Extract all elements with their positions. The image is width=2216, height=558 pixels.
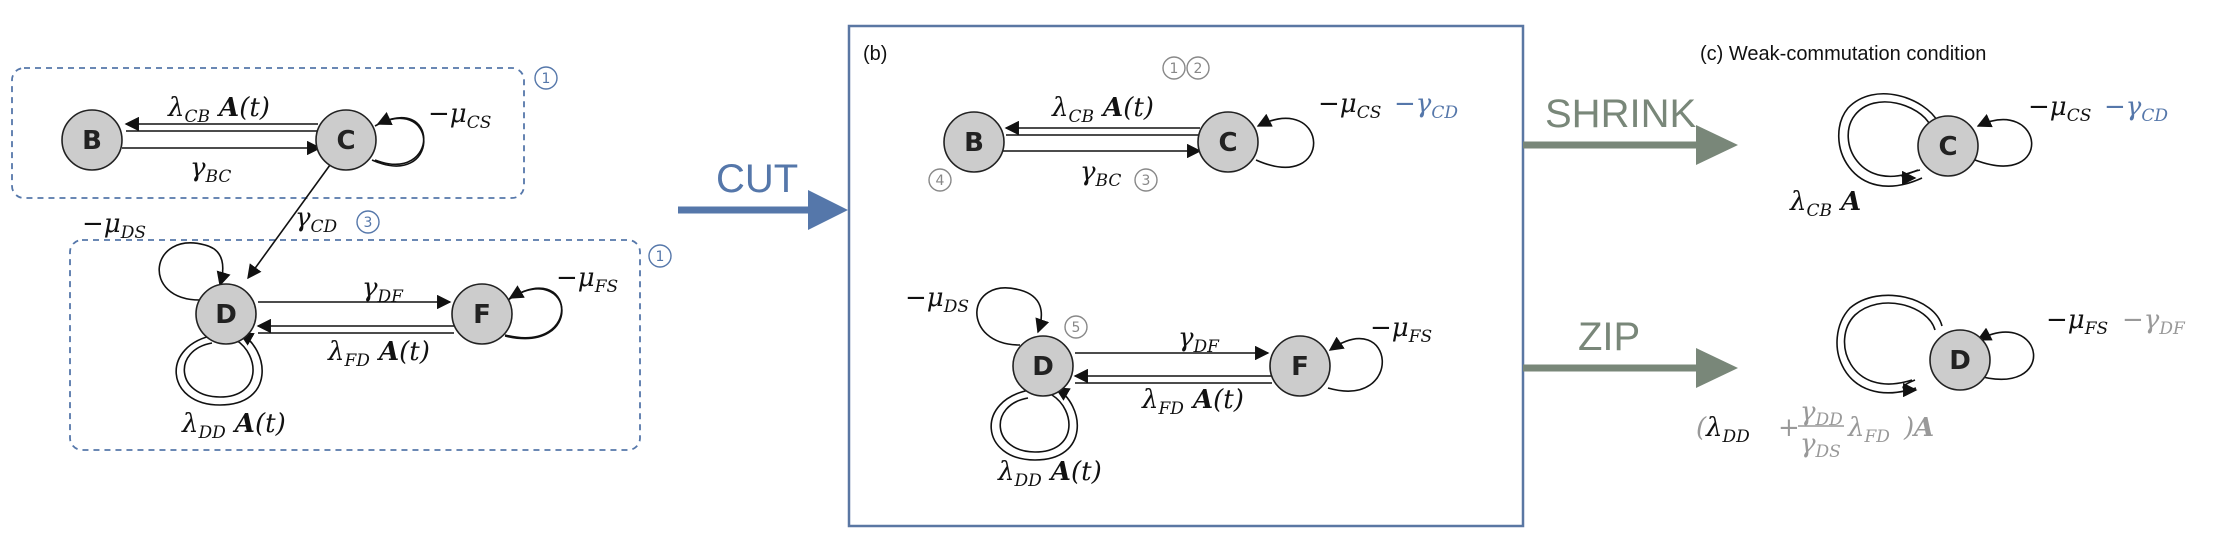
label-mu-cs-c: −μCS xyxy=(2028,92,2091,126)
dashed-box-df xyxy=(69,239,641,451)
node-f-b: F xyxy=(1269,335,1331,397)
label-gamma-df-c: −γDF xyxy=(2122,305,2186,339)
node-d-a: D xyxy=(195,283,257,345)
svg-text:3: 3 xyxy=(364,215,373,231)
label-mu-cs-b: −μCS xyxy=(1318,89,1381,123)
node-b-a: B xyxy=(61,109,123,171)
panel-c: (c) Weak-commutation condition −μCS −γCD… xyxy=(1696,43,2186,462)
zip-arrow: ZIP xyxy=(1523,315,1738,388)
marker-1-bottom: 1 xyxy=(648,244,672,268)
label-gamma-cd-b: −γCD xyxy=(1394,89,1458,123)
svg-text:D: D xyxy=(1032,352,1054,382)
label-mu-fs-c: −μFS xyxy=(2046,305,2108,339)
node-b-b: B xyxy=(943,111,1005,173)
node-d-c: D xyxy=(1929,329,1991,391)
svg-text:C: C xyxy=(336,126,355,156)
svg-text:D: D xyxy=(1949,346,1971,376)
edge-label-gamma-bc: γBC xyxy=(190,153,231,187)
panel-b-label: (b) xyxy=(863,43,887,65)
zip-formula: ( λDD + γDD γDS λFD ) A xyxy=(1696,397,1934,462)
marker-3-a: 3 xyxy=(356,210,380,234)
panel-b-border xyxy=(847,24,1525,528)
label-lambda-dd-b: λDD A(t) xyxy=(997,457,1102,491)
svg-text:γDS: γDS xyxy=(1800,429,1841,462)
svg-text:): ) xyxy=(1903,413,1914,443)
svg-text:+: + xyxy=(1778,413,1800,443)
label-lambda-cb-c: λCB A xyxy=(1789,187,1861,221)
marker-1-top: 1 xyxy=(534,66,558,90)
edge-label-lambda-cb-b: λCB A(t) xyxy=(1051,93,1154,127)
svg-text:4: 4 xyxy=(936,173,945,189)
svg-text:1: 1 xyxy=(656,249,665,265)
node-d-b: D xyxy=(1012,335,1074,397)
zip-label: ZIP xyxy=(1578,315,1640,359)
panel-b: (b) 1 2 λCB A(t) γBC 3 4 −μCS −γCD −μDS xyxy=(847,24,1525,528)
shrink-label: SHRINK xyxy=(1545,92,1696,136)
svg-text:D: D xyxy=(215,300,237,330)
marker-3-b: 3 xyxy=(1134,168,1158,192)
shrink-arrow: SHRINK xyxy=(1523,92,1738,165)
svg-text:2: 2 xyxy=(1194,61,1203,77)
panel-c-label: (c) Weak-commutation condition xyxy=(1700,43,1986,65)
svg-text:B: B xyxy=(964,128,984,158)
svg-text:3: 3 xyxy=(1142,173,1151,189)
marker-5-b: 5 xyxy=(1064,315,1088,339)
svg-text:A: A xyxy=(1911,413,1934,443)
node-c-b: C xyxy=(1197,111,1259,173)
svg-text:C: C xyxy=(1218,128,1237,158)
dashed-box-bc xyxy=(11,67,525,199)
svg-text:F: F xyxy=(1291,352,1309,382)
label-lambda-fd: λFD A(t) xyxy=(327,337,430,371)
svg-text:(: ( xyxy=(1696,413,1707,443)
label-mu-fs: −μFS xyxy=(556,263,618,297)
marker-2-b: 2 xyxy=(1186,56,1210,80)
node-f-a: F xyxy=(451,283,513,345)
marker-1-b: 1 xyxy=(1162,56,1186,80)
cut-arrow: CUT xyxy=(678,157,848,230)
label-mu-cs: −μCS xyxy=(428,99,491,133)
svg-text:F: F xyxy=(473,300,491,330)
edge-label-lambda-cb: λCB A(t) xyxy=(167,93,270,127)
label-gamma-cd: γCD xyxy=(295,203,338,237)
svg-text:1: 1 xyxy=(542,71,551,87)
label-lambda-fd-b: λFD A(t) xyxy=(1141,385,1244,419)
label-mu-fs-b: −μFS xyxy=(1370,313,1432,347)
edge-label-gamma-bc-b: γBC xyxy=(1080,157,1121,191)
node-c-c: C xyxy=(1917,115,1979,177)
panel-a: 1 1 λCB A(t) γBC −μCS γCD 3 −μDS λDD A(t xyxy=(11,66,672,451)
svg-text:B: B xyxy=(82,126,102,156)
label-mu-ds: −μDS xyxy=(82,209,146,243)
marker-4-b: 4 xyxy=(928,168,952,192)
label-gamma-df: γDF xyxy=(362,273,404,307)
label-gamma-cd-c: −γCD xyxy=(2104,92,2168,126)
svg-text:λFD: λFD xyxy=(1847,413,1890,447)
cut-label: CUT xyxy=(716,157,798,201)
label-gamma-df-b: γDF xyxy=(1178,323,1220,357)
svg-text:γDD: γDD xyxy=(1800,397,1843,430)
svg-text:λDD: λDD xyxy=(1705,413,1750,447)
label-mu-ds-b: −μDS xyxy=(905,283,969,317)
node-c-a: C xyxy=(315,109,377,171)
svg-text:1: 1 xyxy=(1170,61,1179,77)
label-lambda-dd: λDD A(t) xyxy=(181,409,286,443)
svg-text:5: 5 xyxy=(1072,320,1081,336)
svg-text:C: C xyxy=(1938,132,1957,162)
